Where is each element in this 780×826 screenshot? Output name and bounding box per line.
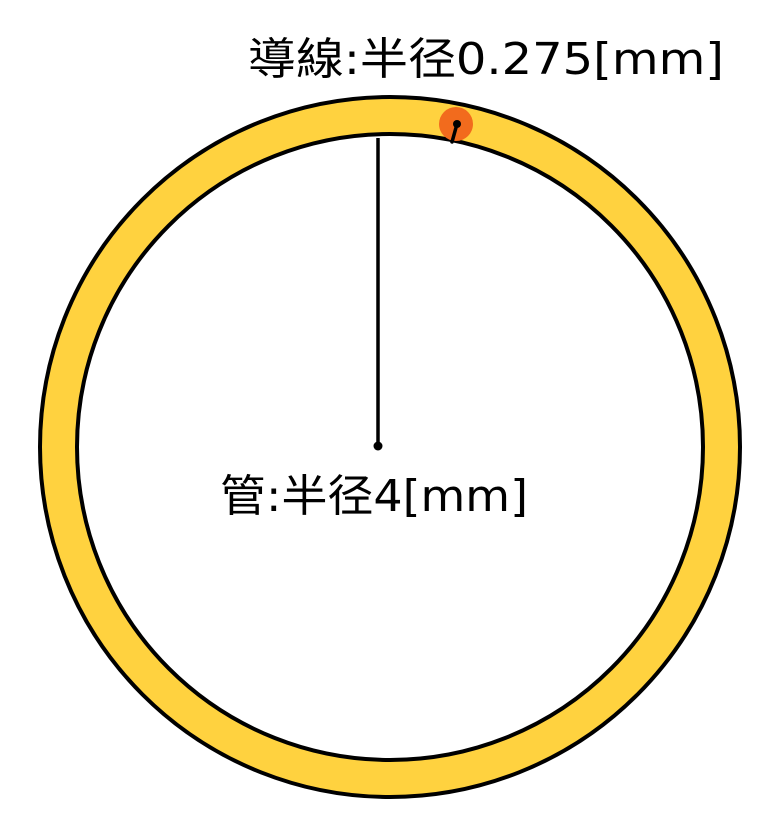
tube-radius-label: 管:半径4[mm] xyxy=(220,471,528,522)
wire-radius-label: 導線:半径0.275[mm] xyxy=(248,34,724,85)
tube-inner-bore xyxy=(75,132,705,762)
wire-center-point xyxy=(453,120,461,128)
tube-center-point xyxy=(373,441,383,451)
